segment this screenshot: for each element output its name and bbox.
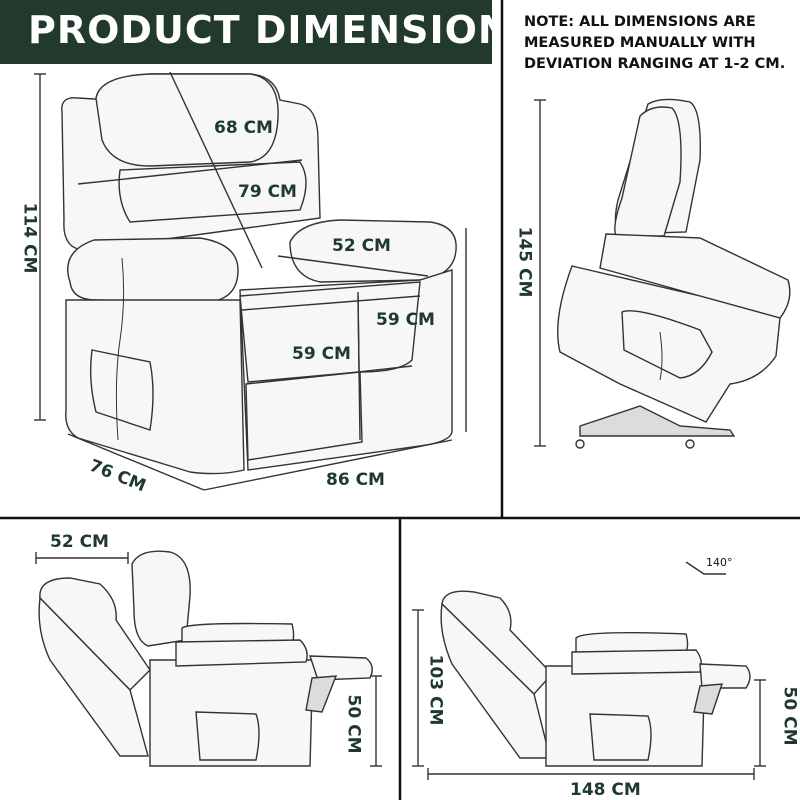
angle-symbol — [685, 561, 726, 575]
front-dimension-lines — [34, 71, 467, 491]
front-height-label: 114 CM — [19, 202, 40, 274]
headrest-width-label: 68 CM — [214, 118, 273, 138]
recline-angle-label: 140° — [706, 556, 733, 569]
wall-dimension-lines — [35, 552, 382, 767]
width-label: 86 CM — [326, 470, 385, 490]
note-line-1: NOTE: ALL DIMENSIONS ARE — [524, 14, 756, 30]
recline-footrest-height-label: 50 CM — [779, 686, 800, 746]
armrest-length-label: 52 CM — [332, 236, 391, 256]
recline-dimension-lines — [412, 561, 766, 780]
backrest-diagonal-label: 79 CM — [238, 182, 297, 202]
note-line-3: DEVIATION RANGING AT 1-2 CM. — [524, 56, 786, 72]
recline-height-label: 103 CM — [425, 654, 446, 726]
page-title: PRODUCT DIMENSION — [28, 8, 511, 52]
recline-length-label: 148 CM — [570, 780, 641, 800]
recline-chair-illustration — [440, 590, 751, 767]
wall-clearance-label: 52 CM — [50, 532, 109, 552]
note-line-2: MEASURED MANUALLY WITH — [524, 35, 756, 51]
wall-footrest-height-label: 50 CM — [343, 694, 364, 754]
lift-height-label: 145 CM — [514, 226, 535, 298]
seat-depth-center-label: 59 CM — [292, 344, 351, 364]
lift-dimension-lines — [534, 99, 546, 447]
wall-chair-illustration — [38, 550, 373, 767]
title-banner — [0, 0, 492, 64]
front-chair-illustration — [61, 73, 457, 475]
measurement-note: NOTE: ALL DIMENSIONS ARE MEASURED MANUAL… — [524, 12, 794, 75]
lift-chair-illustration — [557, 98, 791, 449]
seat-depth-right-label: 59 CM — [376, 310, 435, 330]
